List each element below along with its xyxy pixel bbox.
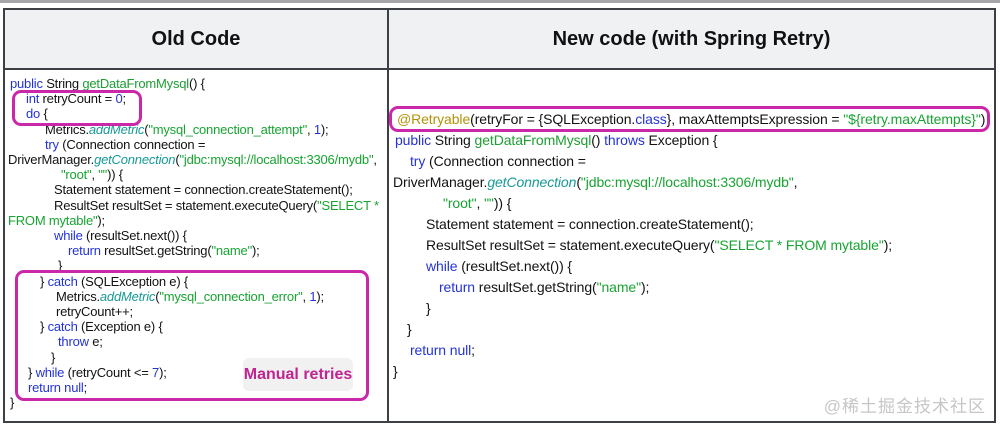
- old-code-header-label: Old Code: [151, 27, 241, 50]
- code-line: }: [10, 395, 15, 411]
- code-line: ResultSet resultSet = statement.executeQ…: [426, 237, 893, 253]
- new-code-block: @Retryable(retryFor = {SQLException.clas…: [393, 109, 993, 382]
- code-line: while (resultSet.next()) {: [54, 228, 187, 244]
- code-line: @Retryable(retryFor = {SQLException.clas…: [397, 111, 986, 127]
- code-line: "root", "")) {: [61, 167, 123, 183]
- code-line: }: [393, 363, 398, 379]
- code-line: }: [407, 321, 412, 337]
- new-code-header: New code (with Spring Retry): [389, 10, 994, 70]
- new-code-header-label: New code (with Spring Retry): [552, 27, 831, 50]
- code-line: }: [58, 258, 63, 274]
- code-line: return null;: [410, 342, 475, 358]
- code-line: DriverManager.getConnection("jdbc:mysql:…: [393, 174, 798, 190]
- comparison-table: Old Code New code (with Spring Retry) pu…: [3, 8, 996, 423]
- code-line: FROM mytable");: [8, 212, 105, 228]
- old-code-header: Old Code: [5, 10, 389, 70]
- code-line: do {: [26, 106, 48, 122]
- code-line: "root", "")) {: [443, 195, 512, 211]
- code-line: retryCount++;: [56, 304, 133, 320]
- code-line: }: [426, 300, 431, 316]
- code-line: int retryCount = 0;: [26, 91, 126, 107]
- code-line: Statement statement = connection.createS…: [426, 216, 754, 232]
- code-line: throw e;: [58, 334, 103, 350]
- code-line: return null;: [28, 380, 88, 396]
- code-line: public String getDataFromMysql() {: [10, 76, 205, 91]
- code-line: DriverManager.getConnection("jdbc:mysql:…: [8, 152, 377, 168]
- code-line: ResultSet resultSet = statement.executeQ…: [54, 197, 379, 213]
- code-line: } while (retryCount <= 7);: [28, 364, 167, 380]
- code-line: } catch (SQLException e) {: [40, 273, 189, 289]
- code-line: return resultSet.getString("name");: [439, 279, 650, 295]
- top-edge-strip: [0, 0, 1000, 3]
- code-line: try (Connection connection =: [410, 153, 586, 169]
- code-line: while (resultSet.next()) {: [426, 258, 573, 274]
- manual-retries-badge: Manual retries: [243, 358, 353, 391]
- code-line: Metrics.addMetric("mysql_connection_erro…: [56, 288, 324, 304]
- code-line: return resultSet.getString("name");: [68, 243, 260, 259]
- code-line: Statement statement = connection.createS…: [54, 182, 353, 198]
- code-line: Metrics.addMetric("mysql_connection_atte…: [45, 121, 329, 137]
- new-code-cell: @Retryable(retryFor = {SQLException.clas…: [389, 70, 994, 421]
- code-line: public String getDataFromMysql() throws …: [395, 132, 718, 148]
- code-line: try (Connection connection =: [45, 136, 206, 152]
- old-code-cell: public String getDataFromMysql() {int re…: [5, 70, 389, 421]
- watermark-text: @稀土掘金技术社区: [823, 397, 986, 416]
- code-line: } catch (Exception e) {: [40, 319, 163, 335]
- code-line: }: [51, 349, 56, 365]
